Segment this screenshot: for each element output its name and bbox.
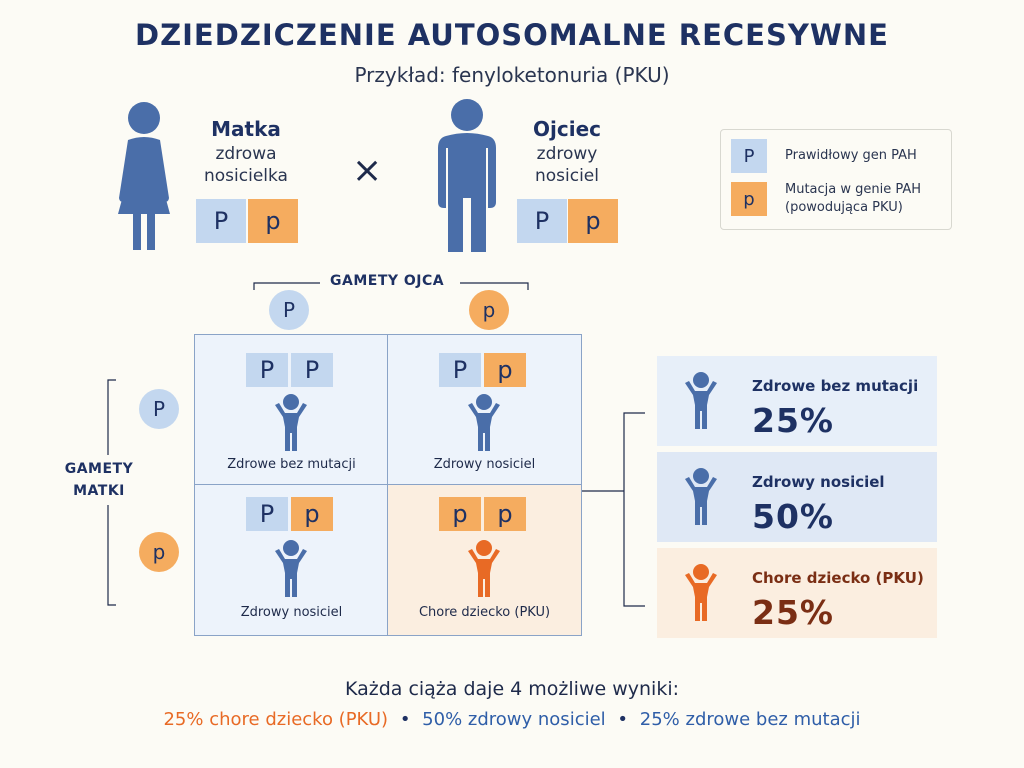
father-allele-mutation: p <box>568 199 618 243</box>
mother-allele-mutation: p <box>248 199 298 243</box>
mother-gamete-normal: P <box>139 389 179 429</box>
cell-allele: P <box>246 497 288 531</box>
father-status-line1: zdrowy <box>536 144 598 164</box>
mother-status-line1: zdrowa <box>215 144 277 164</box>
cell-label: Zdrowy nosiciel <box>433 457 536 472</box>
mother-gametes-label-line2: MATKI <box>73 483 125 499</box>
mother-name: Matka <box>211 117 281 141</box>
father-figure-icon <box>438 99 496 252</box>
cell-allele: P <box>246 353 288 387</box>
result-box: Chore dziecko (PKU) 25% <box>657 548 937 638</box>
summary-healthy: 25% zdrowe bez mutacji <box>639 709 861 730</box>
father-gamete-mutation: p <box>469 290 509 330</box>
cell-label: Chore dziecko (PKU) <box>418 605 551 620</box>
cell-allele: p <box>291 497 333 531</box>
page-subtitle: Przykład: fenyloketonuria (PKU) <box>354 63 670 87</box>
summary-sick: 25% chore dziecko (PKU) <box>163 709 389 730</box>
result-percent: 25% <box>752 401 834 440</box>
child-figure-icon <box>468 394 500 451</box>
summary-separator: • <box>617 709 629 730</box>
punnett-cell: p p Chore dziecko (PKU) <box>388 485 581 635</box>
father-gametes-label: GAMETY OJCA <box>330 273 445 289</box>
mother-allele-normal: P <box>196 199 246 243</box>
punnett-cell: P p Zdrowy nosiciel <box>388 335 581 485</box>
summary-separator: • <box>399 709 411 730</box>
result-label: Chore dziecko (PKU) <box>752 569 924 587</box>
child-figure-icon <box>685 372 717 429</box>
mother-gamete-mutation: p <box>139 532 179 572</box>
legend-mutation-label-line2: (powodująca PKU) <box>785 200 903 215</box>
child-figure-icon <box>468 540 500 597</box>
legend-normal-swatch: P <box>731 139 767 173</box>
punnett-cell: P p Zdrowy nosiciel <box>195 485 388 635</box>
legend-mutation-label-line1: Mutacja w genie PAH <box>785 182 922 197</box>
father-name: Ojciec <box>533 117 601 141</box>
legend-normal-label: Prawidłowy gen PAH <box>785 148 917 163</box>
result-percent: 50% <box>752 497 834 536</box>
mother-figure-icon <box>118 102 170 250</box>
page-title: DZIEDZICZENIE AUTOSOMALNE RECESYWNE <box>135 18 889 52</box>
result-label: Zdrowy nosiciel <box>752 473 885 491</box>
cross-symbol: × <box>352 150 383 191</box>
mother-gametes-label-line1: GAMETY <box>64 461 134 477</box>
child-figure-icon <box>275 394 307 451</box>
punnett-cell: P P Zdrowe bez mutacji <box>195 335 388 485</box>
child-figure-icon <box>275 540 307 597</box>
summary-carrier: 50% zdrowy nosiciel <box>422 709 606 730</box>
result-box: Zdrowe bez mutacji 25% <box>657 356 937 446</box>
father-gamete-normal: P <box>269 290 309 330</box>
result-box: Zdrowy nosiciel 50% <box>657 452 937 542</box>
cell-allele: p <box>484 353 526 387</box>
legend: P Prawidłowy gen PAH p Mutacja w genie P… <box>720 129 952 230</box>
cell-allele: P <box>439 353 481 387</box>
father-status-line2: nosiciel <box>534 166 599 186</box>
cell-allele: p <box>484 497 526 531</box>
cell-label: Zdrowe bez mutacji <box>227 457 356 472</box>
child-figure-icon <box>685 564 717 621</box>
mother-status-line2: nosicielka <box>204 166 288 186</box>
summary-line: Każda ciąża daje 4 możliwe wyniki: <box>344 678 680 700</box>
child-figure-icon <box>685 468 717 525</box>
cell-label: Zdrowy nosiciel <box>240 605 343 620</box>
legend-mutation-swatch: p <box>731 182 767 216</box>
cell-allele: p <box>439 497 481 531</box>
cell-allele: P <box>291 353 333 387</box>
summary-breakdown: 25% chore dziecko (PKU) • 50% zdrowy nos… <box>0 709 1024 730</box>
punnett-square: P P Zdrowe bez mutacji P p Zdrowy nosici… <box>194 334 582 636</box>
result-label: Zdrowe bez mutacji <box>752 377 919 395</box>
father-allele-normal: P <box>517 199 567 243</box>
result-percent: 25% <box>752 593 834 632</box>
